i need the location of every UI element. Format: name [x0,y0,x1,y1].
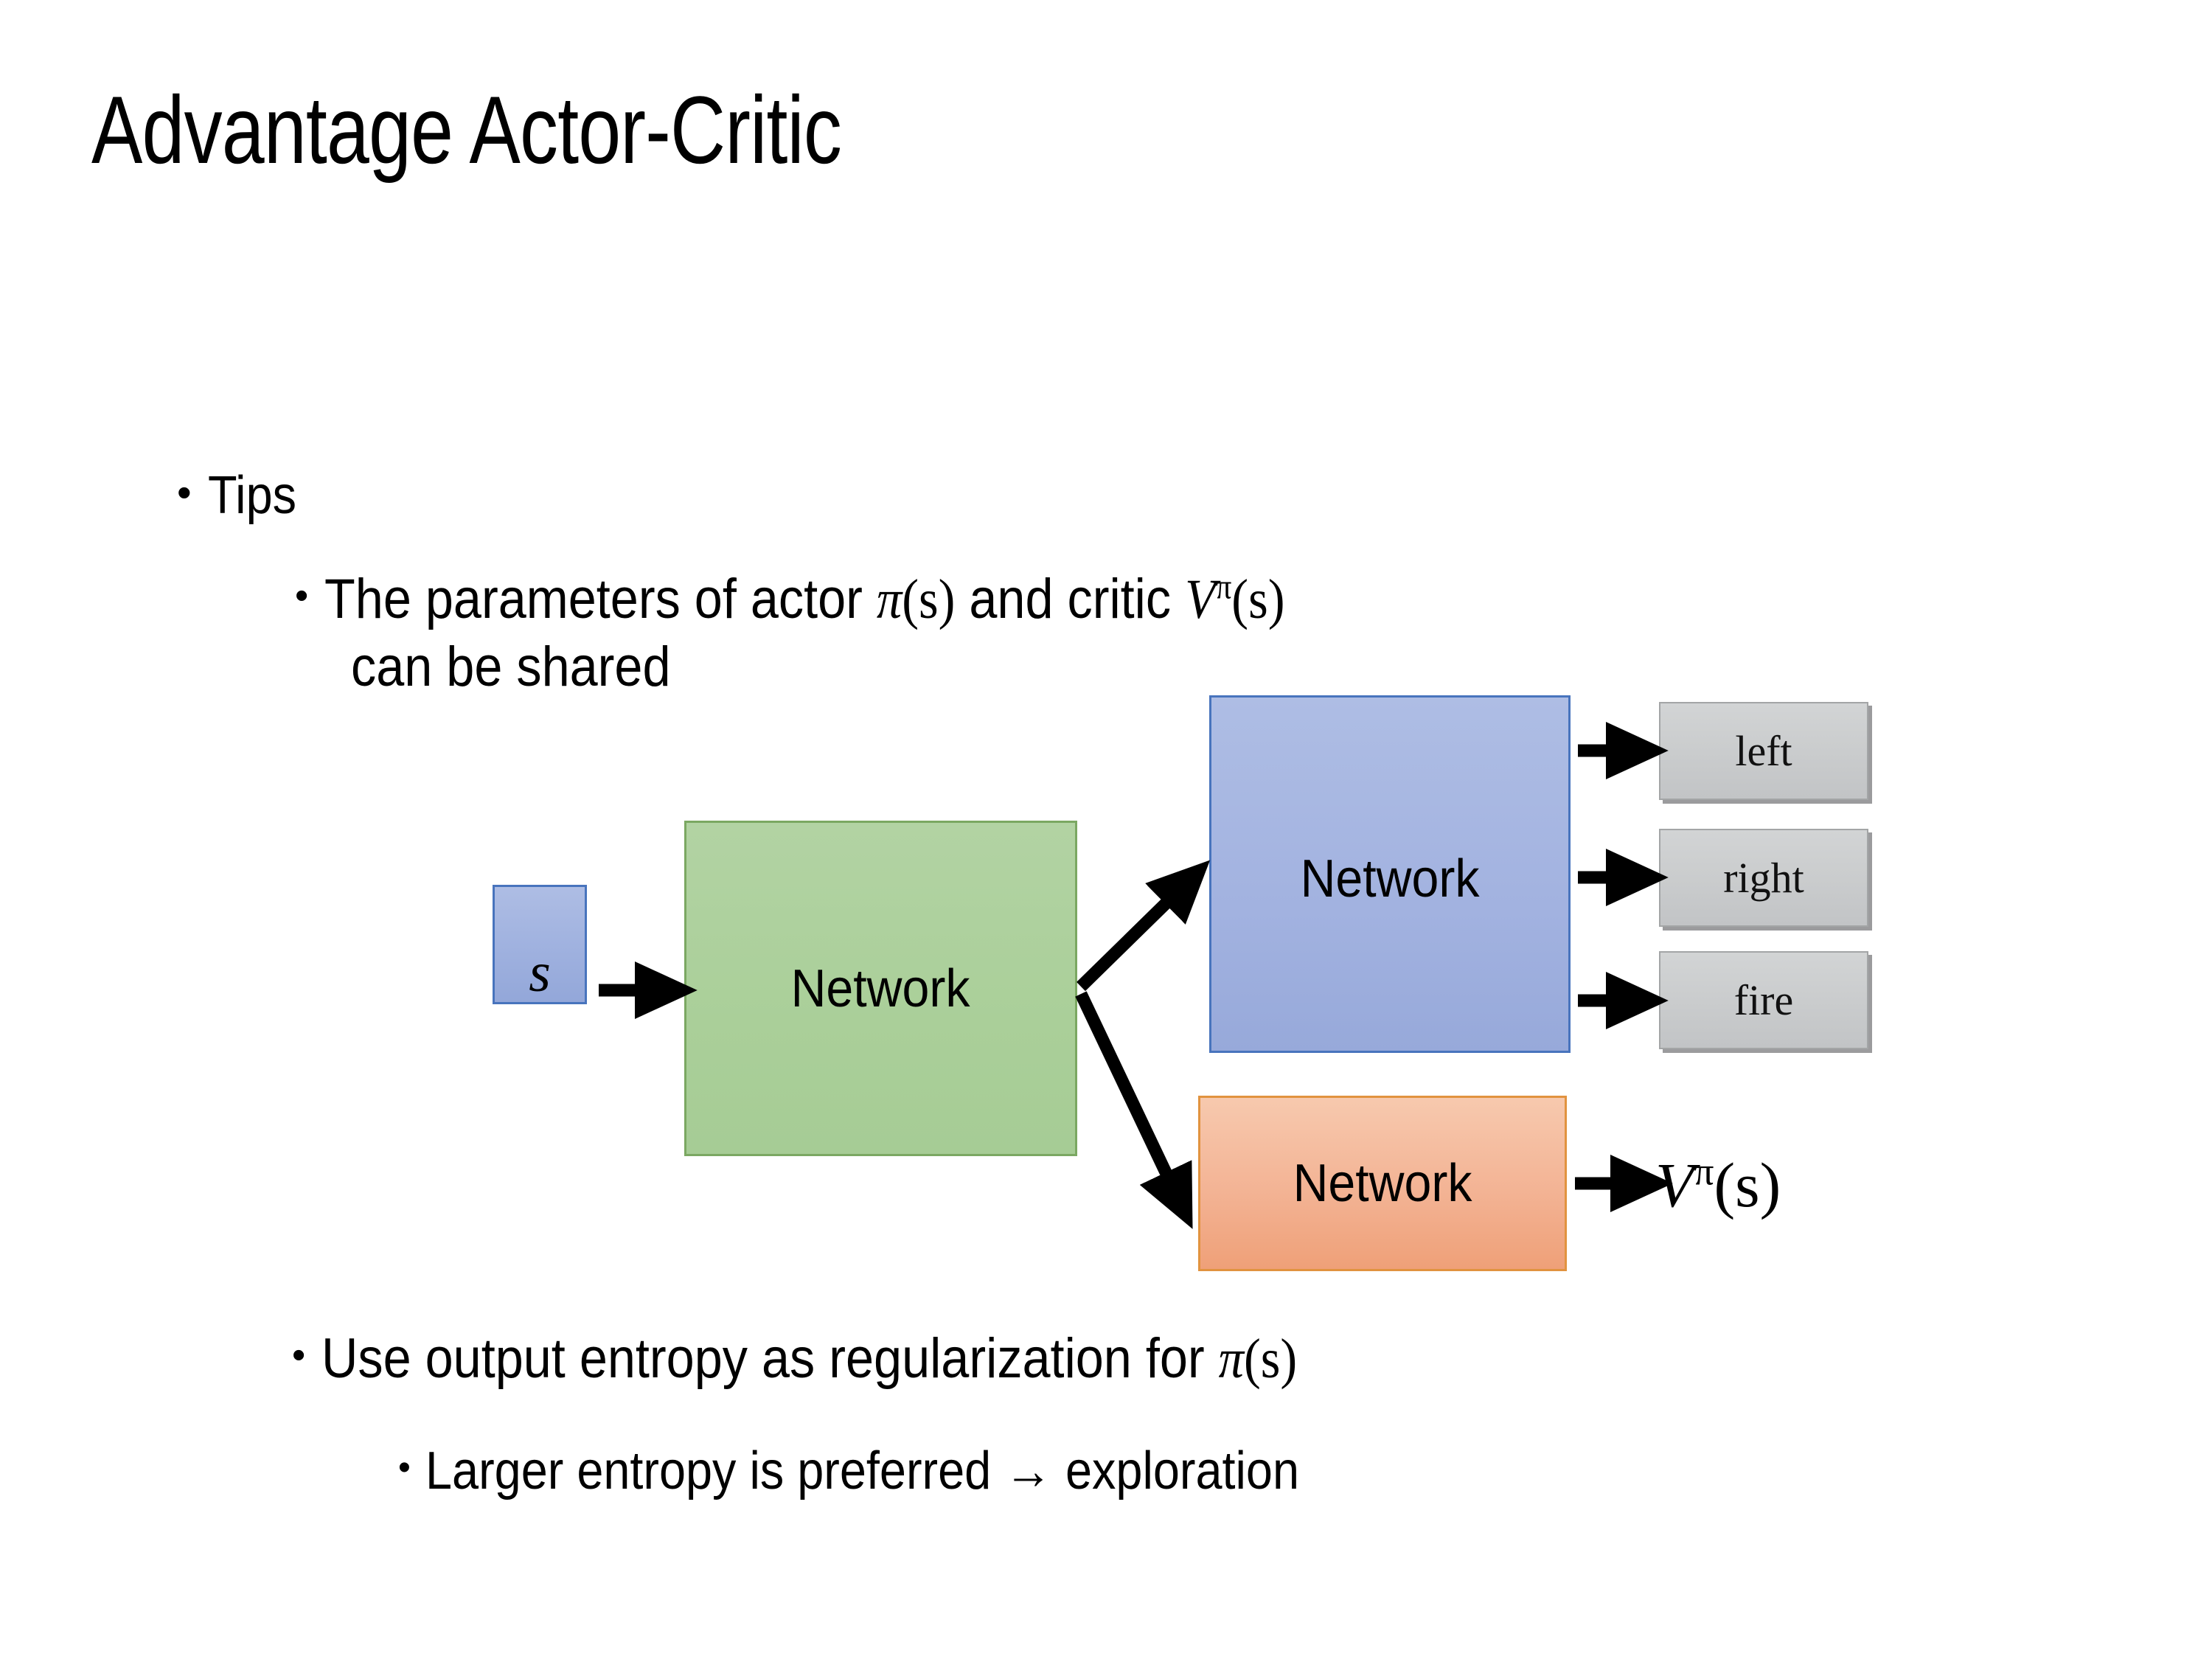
bullet-tips: • Tips [177,466,306,526]
bullet-shared-parameters-line2: can be shared [351,636,706,698]
bullet-shared-parameters: • The parameters of actor π(s) and criti… [295,568,1391,631]
action-output-right-label: right [1723,854,1804,902]
bullet-marker: • [295,574,309,617]
math-pi-args: (s) [1244,1328,1298,1390]
bullet-shared-parameters-line1: The parameters of actor π(s) and critic … [324,568,1284,631]
bullet-marker: • [398,1448,411,1487]
critic-network-box: Network [1198,1096,1567,1271]
shared-network-box: Network [684,821,1077,1156]
bullet-entropy-regularization-label: Use output entropy as regularization for… [321,1327,1297,1391]
bullet-larger-entropy: • Larger entropy is preferred → explorat… [398,1441,1396,1501]
shared-network-label: Network [791,959,970,1018]
bullet-tips-label: Tips [207,466,296,525]
bullet-entropy-regularization: • Use output entropy as regularization f… [292,1327,1405,1391]
math-pi-args: (s) [902,568,956,630]
action-output-fire: fire [1659,951,1868,1049]
action-output-left: left [1659,702,1868,800]
critic-output-superscript-pi: π [1694,1149,1714,1194]
action-output-left-label: left [1735,727,1792,775]
critic-network-label: Network [1293,1154,1472,1213]
page-title: Advantage Actor-Critic [91,76,842,184]
action-output-right: right [1659,829,1868,927]
critic-output-value-label: Vπ(s) [1655,1148,1781,1222]
text-use-output-entropy: Use output entropy as regularization for [321,1327,1219,1390]
bullet-larger-entropy-label: Larger entropy is preferred → exploratio… [425,1441,1299,1500]
math-v-symbol: V [1185,568,1217,630]
actor-network-box: Network [1209,695,1571,1053]
critic-output-v-symbol: V [1655,1150,1694,1220]
bullet-marker: • [177,469,192,515]
math-v-args: (s) [1231,568,1285,630]
arrow-shared-to-critic [1075,991,1193,1229]
math-pi-symbol: π [1218,1328,1245,1390]
actor-network-label: Network [1300,849,1480,908]
bullet-shared-parameters-line2-label: can be shared [351,636,671,698]
bullet-marker: • [292,1334,306,1377]
text-and-critic: and critic [955,568,1186,630]
action-output-fire-label: fire [1733,976,1794,1024]
input-state-label: s [529,941,551,1004]
text-parameters-of-actor: The parameters of actor [324,568,877,630]
math-v-superscript-pi: π [1216,568,1232,607]
arrow-shared-to-actor [1077,860,1211,992]
critic-output-args: (s) [1714,1150,1781,1220]
input-state-box: s [493,885,587,1004]
math-pi-symbol: π [877,568,902,630]
